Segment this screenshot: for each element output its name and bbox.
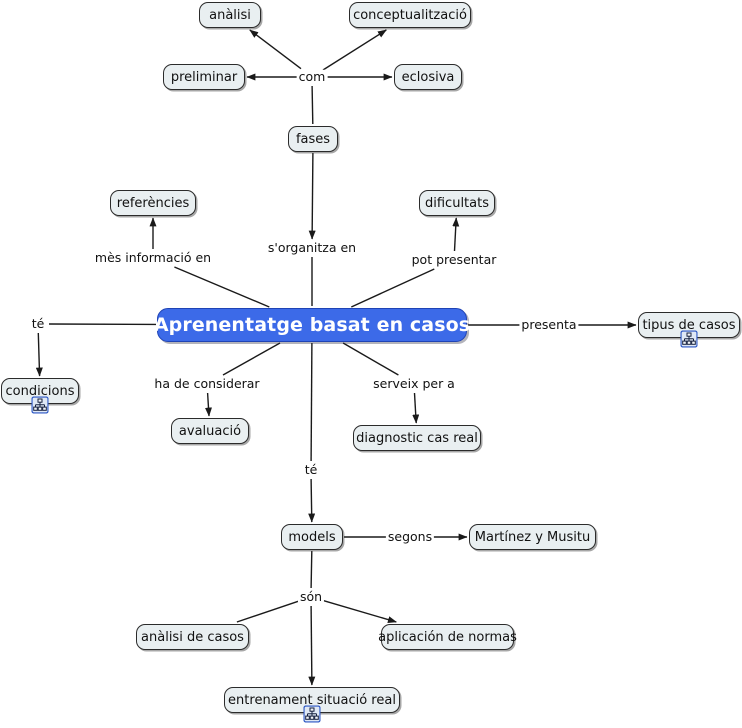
submap-tree-icon[interactable] [31,396,49,414]
edge-com-fases [311,85,314,125]
node-avaluacio[interactable]: avaluació [171,418,249,444]
edge-son-analisicasos [236,600,301,623]
node-label: entrenament situació real [228,692,396,708]
link-label-presenta[interactable]: presenta [519,316,579,333]
node-label: dificultats [425,195,489,211]
link-label-potpresentar[interactable]: pot presentar [409,251,499,268]
node-label: aplicación de normas [378,629,517,645]
link-label-com[interactable]: com [296,68,328,85]
edge-models-son [310,550,313,589]
node-label: Martínez y Musitu [474,529,591,545]
node-analisicas[interactable]: anàlisi de casos [136,624,249,650]
node-models[interactable]: models [281,524,343,550]
node-label: models [288,529,336,545]
link-label-mesinfo[interactable]: mès informació en [92,249,214,266]
edge-com-analisi [249,29,302,70]
node-conceptual[interactable]: conceptualització [349,2,471,28]
edge-son-entrenament [308,605,316,686]
node-diagnostic[interactable]: diagnostic cas real [353,425,481,451]
link-label-hadeconsiderar[interactable]: ha de considerar [152,375,262,392]
link-label-te-esquerra[interactable]: té [29,315,47,332]
node-label: avaluació [178,423,242,439]
edge-central-serveix [342,342,399,376]
edge-te-condicions [35,332,43,377]
node-eclosiva[interactable]: eclosiva [394,64,462,90]
link-label-te-avall[interactable]: té [302,461,320,478]
node-label: anàlisi de casos [141,629,244,645]
node-condicions[interactable]: condicions [1,378,79,404]
node-label: Aprenentatge basat en casos [153,313,471,336]
edge-group [35,29,637,686]
node-label: diagnostic cas real [356,430,478,446]
edge-com-conceptualitzacio [322,29,387,71]
node-central[interactable]: Aprenentatge basat en casos [153,308,471,342]
node-analisi[interactable]: anàlisi [199,2,261,28]
node-label: preliminar [170,69,238,85]
edge-fases-sorganitza [308,152,316,240]
node-martinez[interactable]: Martínez y Musitu [469,524,596,550]
node-preliminar[interactable]: preliminar [163,64,245,90]
node-label: conceptualització [353,7,467,23]
submap-tree-icon[interactable] [303,705,321,723]
edge-son-aplicacion [321,599,397,623]
node-label: eclosiva [401,69,455,85]
edge-hadeconsiderar-avaluacio [204,392,212,417]
edge-serveix-diagnostic [412,392,420,424]
node-label: condicions [5,383,75,399]
submap-tree-icon[interactable] [680,330,698,348]
node-label: fases [295,131,331,147]
edge-te-avall-models [308,478,316,523]
edge-potpresentar-dificultats [452,217,460,252]
node-dificultats[interactable]: dificultats [419,190,495,216]
node-label: tipus de casos [642,317,736,333]
edge-central-hadeconsiderar [222,342,281,376]
link-label-sorganitza[interactable]: s'organitza en [265,239,359,256]
link-label-segons[interactable]: segons [385,528,435,545]
edge-central-potpresentar [351,268,435,308]
node-fases[interactable]: fases [288,126,338,152]
node-referencies[interactable]: referències [110,190,196,216]
node-label: anàlisi [209,7,251,23]
node-label: referències [116,195,190,211]
node-aplicacion[interactable]: aplicación de normas [378,624,517,650]
link-label-son[interactable]: són [297,588,325,605]
edge-central-mesinfo [174,266,270,308]
edge-central-te-avall [310,342,313,462]
link-label-serveixpera[interactable]: serveix per a [371,375,457,392]
